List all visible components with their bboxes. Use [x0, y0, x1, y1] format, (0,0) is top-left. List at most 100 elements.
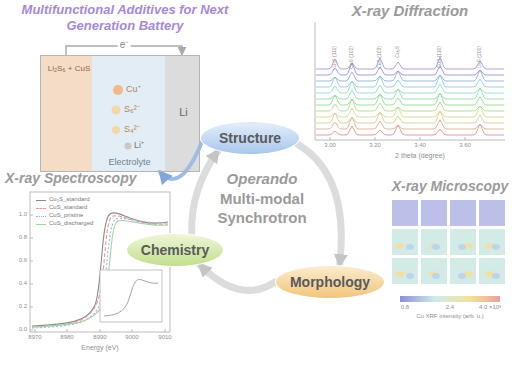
- xrf-tile: [392, 229, 418, 255]
- xrf-tile: [450, 229, 476, 255]
- chemistry-oval: Chemistry: [126, 233, 224, 267]
- xas-inset: [100, 270, 162, 322]
- legend-sample: [36, 200, 46, 201]
- peak-label: CuS (102): [349, 46, 355, 69]
- ion-label: Li⁺: [134, 140, 144, 150]
- structure-oval: Structure: [200, 121, 300, 155]
- axis-title: Energy (eV): [81, 344, 118, 352]
- tick-label: 0.8: [19, 234, 27, 241]
- xrf-blob: [395, 271, 405, 277]
- tick-label: 0.0: [19, 326, 27, 333]
- oval-label: Morphology: [290, 274, 370, 290]
- legend-text: CuS_pristine: [49, 212, 83, 219]
- xrf-tile: [392, 200, 418, 226]
- xrf-tile: [479, 258, 505, 284]
- xrf-blob: [458, 273, 466, 279]
- tick-label: 9000: [125, 334, 138, 341]
- center-title: Operando: [227, 170, 298, 187]
- tick-label: 9010: [158, 334, 171, 341]
- peak-label: Li₂S (111): [332, 46, 338, 68]
- xrf-tile: [450, 200, 476, 226]
- xrf-tile: [421, 200, 447, 226]
- cell-label: Li: [166, 106, 201, 119]
- xrd-curve: [316, 57, 504, 69]
- xrd-patterns: [316, 57, 504, 135]
- legend-text: Cu₂S_standard: [49, 196, 90, 203]
- xrd-ticks: [330, 137, 465, 140]
- colorbar: [400, 296, 500, 302]
- xrf-blob: [429, 243, 439, 249]
- oval-label: Chemistry: [141, 242, 209, 258]
- tick-label: 0.6: [19, 257, 27, 264]
- peak-label: Cu₂S: [395, 46, 401, 58]
- panel-title: Multifunctional Additives for Next Gener…: [20, 2, 230, 34]
- tick-label: 3.40: [414, 142, 426, 149]
- panel-title: X-ray Spectroscopy: [5, 170, 137, 186]
- legend-sample: [36, 208, 46, 209]
- xrd-curve: [316, 124, 504, 135]
- legend-text: CuS_standard: [49, 204, 87, 211]
- peak-label: Li₂S (200): [477, 46, 483, 68]
- xas-spectra: [32, 213, 168, 328]
- tick-label: 0.4: [19, 280, 27, 287]
- tick-label: 8970: [28, 334, 41, 341]
- xas-ticks: [30, 215, 165, 332]
- inset-curve: [104, 280, 158, 316]
- tick-label: 8980: [60, 334, 73, 341]
- tick-label: 3.20: [369, 142, 381, 149]
- xrd-curve: [316, 70, 504, 81]
- electron-label: e⁻: [118, 39, 131, 51]
- morphology-oval: Morphology: [275, 265, 385, 299]
- ion-dot: [125, 143, 132, 150]
- xrf-blob: [458, 244, 466, 250]
- xrf-blob: [432, 273, 440, 279]
- xrf-blob: [406, 244, 414, 250]
- legend-text: CuS_discharged: [49, 220, 93, 227]
- ion-dot: [113, 85, 123, 95]
- cell-label: Li₂S₆ + CuS: [43, 64, 95, 73]
- tick-label: 3.60: [459, 142, 471, 149]
- center-title: Multi-modal Synchrotron: [206, 189, 318, 227]
- peak-label: CuS (103): [377, 46, 383, 69]
- tick-label: 4.0 ×10³: [479, 304, 501, 311]
- tick-label: 8990: [93, 334, 106, 341]
- xrd-curve: [316, 88, 504, 99]
- xrf-tile: [479, 229, 505, 255]
- oval-label: Structure: [219, 130, 281, 146]
- legend-sample: [36, 216, 46, 217]
- ion-dot: [112, 126, 120, 134]
- xrf-tile: [421, 229, 447, 255]
- xrd-axis: [315, 140, 505, 141]
- cycle-arrow: [192, 151, 218, 234]
- tick-label: 0.2: [19, 303, 27, 310]
- xrd-axis: [315, 22, 316, 140]
- xrf-map-grid: [392, 200, 505, 284]
- legend-sample: [36, 224, 46, 225]
- xrf-blob: [406, 273, 414, 279]
- tick-label: 0.8: [401, 304, 409, 311]
- xrf-tile: [392, 258, 418, 284]
- peak-label: CuS (110): [437, 46, 443, 68]
- cell-label: Electrolyte: [93, 157, 166, 167]
- axis-title: 2 theta (degree): [395, 152, 445, 160]
- panel-title: X-ray Microscopy: [392, 178, 509, 194]
- axis-title: Cu XRF intensity (arb. u.): [416, 313, 484, 320]
- tick-label: 3.00: [324, 142, 336, 149]
- ion-label: S₄²⁻: [124, 124, 140, 134]
- ion-dot: [112, 106, 121, 115]
- xrd-curve: [316, 106, 504, 117]
- cycle-arrow: [160, 142, 202, 179]
- electrolyte-region: [92, 55, 165, 172]
- xrf-tile: [479, 200, 505, 226]
- xrf-blob: [492, 244, 500, 250]
- ion-label: Cu⁺: [126, 84, 141, 94]
- tick-label: 1.0: [19, 211, 27, 218]
- xrf-blob: [492, 273, 500, 279]
- xrf-tile: [421, 258, 447, 284]
- cycle-arrow: [200, 265, 275, 291]
- xrf-tile: [450, 258, 476, 284]
- xrf-blob: [395, 243, 405, 249]
- ion-label: S₆²⁻: [124, 104, 140, 114]
- battery-cell: Li₂S₆ + CuS Electrolyte Li: [40, 55, 200, 172]
